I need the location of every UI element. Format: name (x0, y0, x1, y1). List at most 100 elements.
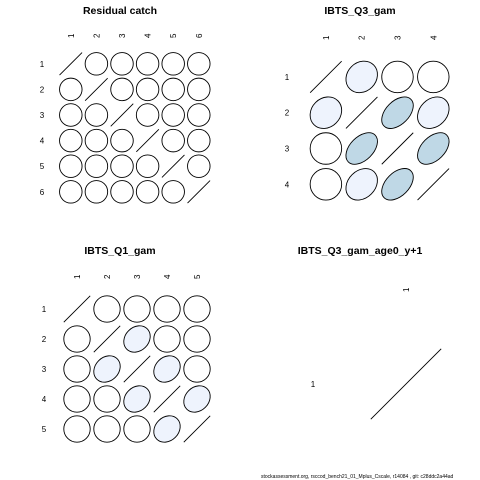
correlation-ellipse (161, 180, 185, 204)
row-label: 5 (42, 425, 47, 434)
correlation-ellipse (345, 60, 378, 94)
correlation-ellipse (84, 128, 109, 153)
row-label: 4 (42, 395, 47, 404)
column-label: 1 (67, 33, 76, 38)
panel-title: IBTS_Q3_gam_age0_y+1 (298, 245, 423, 257)
diagonal-line (187, 180, 211, 204)
correlation-ellipse (381, 168, 414, 201)
correlation-ellipse (123, 415, 151, 443)
correlation-ellipse (110, 128, 134, 153)
correlation-ellipse (59, 180, 83, 204)
correlation-ellipse (345, 168, 378, 201)
correlation-ellipse (93, 385, 121, 413)
row-label: 3 (285, 145, 290, 154)
correlation-ellipse (183, 325, 211, 353)
correlation-ellipse (161, 128, 185, 153)
correlation-ellipse (123, 325, 151, 353)
correlation-ellipse (187, 52, 211, 76)
correlation-ellipse (110, 154, 134, 178)
row-label: 4 (285, 180, 290, 189)
row-label: 4 (40, 137, 45, 146)
correlation-ellipse (183, 295, 211, 323)
correlation-ellipse (309, 96, 343, 129)
row-label: 2 (40, 85, 45, 94)
diagonal-line (84, 77, 108, 101)
row-label: 1 (42, 305, 47, 314)
correlation-ellipse (309, 132, 343, 165)
correlation-ellipse (93, 295, 121, 323)
row-label: 2 (285, 109, 290, 118)
correlation-ellipse (187, 154, 211, 178)
correlation-ellipse (93, 415, 121, 443)
correlation-ellipse (161, 52, 185, 76)
column-label: 4 (429, 35, 438, 40)
diagonal-line (370, 348, 442, 420)
correlation-ellipse (59, 103, 83, 127)
correlation-ellipse (84, 180, 109, 204)
correlation-ellipse (84, 154, 109, 178)
correlation-ellipse (110, 77, 134, 102)
correlation-ellipse (135, 154, 160, 178)
diagonal-line (183, 415, 211, 443)
correlation-ellipse (84, 103, 109, 127)
row-label: 5 (40, 162, 45, 171)
column-label: 2 (358, 35, 367, 40)
correlation-ellipse (135, 180, 160, 204)
correlation-ellipse (135, 103, 160, 127)
panel-title: Residual catch (83, 5, 157, 17)
correlation-ellipse (153, 355, 181, 383)
correlation-ellipse (161, 77, 185, 102)
column-label: 3 (394, 35, 403, 40)
correlation-ellipse (123, 385, 151, 413)
correlation-ellipse (183, 355, 211, 383)
diagonal-line (93, 325, 121, 353)
correlation-ellipse (161, 103, 185, 127)
correlation-ellipse (187, 103, 211, 127)
correlation-ellipse (135, 77, 160, 102)
row-label: 1 (285, 73, 290, 82)
correlation-ellipse (110, 52, 134, 76)
diagonal-line (63, 295, 91, 323)
footer-text: stockassessment.org, rsccod_bench21_01_M… (261, 474, 454, 480)
diagonal-line (153, 385, 181, 413)
correlation-ellipse (417, 132, 450, 165)
diagonal-line (309, 60, 342, 93)
diagonal-line (417, 168, 450, 201)
panel-title: IBTS_Q1_gam (84, 245, 155, 257)
diagonal-line (110, 103, 134, 127)
diagonal-line (59, 52, 83, 76)
correlation-ellipse (110, 180, 134, 204)
column-label: 6 (195, 33, 204, 38)
column-label: 1 (73, 274, 82, 279)
correlation-ellipse (309, 168, 343, 201)
row-label: 1 (40, 60, 45, 69)
diagonal-line (161, 154, 185, 178)
panel-title: IBTS_Q3_gam (324, 5, 395, 17)
correlation-ellipse (59, 154, 83, 178)
correlation-ellipse (187, 128, 211, 153)
correlation-ellipse (63, 325, 91, 353)
correlation-ellipse (123, 295, 151, 323)
row-label: 1 (311, 380, 316, 389)
column-label: 5 (193, 274, 202, 279)
correlation-ellipse (187, 77, 211, 102)
diagonal-line (345, 96, 378, 129)
correlation-ellipse (63, 385, 91, 413)
column-label: 3 (118, 33, 127, 38)
column-label: 2 (103, 274, 112, 279)
correlation-ellipse (153, 325, 181, 353)
correlation-ellipse (153, 295, 181, 323)
column-label: 1 (322, 35, 331, 40)
correlation-ellipse (417, 60, 450, 94)
correlation-ellipse (59, 128, 83, 153)
diagonal-line (381, 132, 414, 165)
correlation-ellipse (93, 355, 121, 383)
correlation-panel: IBTS_Q3_gam 1 2 3 4 1 2 3 4 (285, 5, 450, 201)
correlation-ellipse (417, 96, 450, 129)
diagonal-line (136, 129, 160, 153)
correlation-ellipse (84, 52, 109, 76)
correlation-ellipse (183, 385, 211, 413)
column-label: 5 (169, 33, 178, 38)
